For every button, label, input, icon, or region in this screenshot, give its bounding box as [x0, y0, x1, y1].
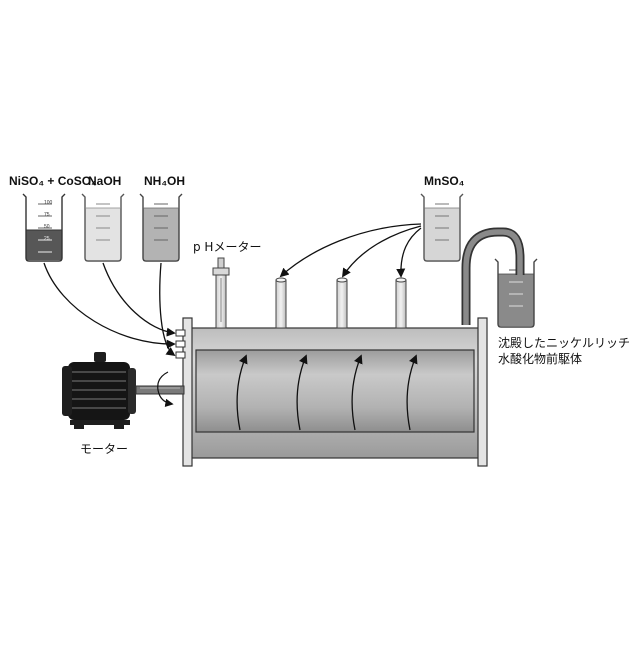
beaker-nh4oh — [140, 194, 182, 261]
beaker-tick-3: 50 — [44, 224, 50, 230]
label-product-line2: 水酸化物前駆体 — [498, 350, 582, 367]
feed-tubes — [276, 278, 406, 328]
motor-body — [62, 352, 184, 429]
beaker-tick-4: 25 — [44, 236, 50, 242]
label-mnso4: MnSO₄ — [424, 174, 464, 188]
label-motor: モーター — [80, 440, 128, 457]
label-nh4oh: NH₄OH — [144, 174, 185, 188]
label-naoh: NaOH — [88, 174, 121, 188]
reactor-drum — [176, 318, 487, 466]
beaker-liquid — [26, 230, 62, 260]
right-flange — [478, 318, 487, 466]
beaker-tick-1: 100 — [44, 200, 52, 206]
label-product-line1: 沈殿したニッケルリッチ — [498, 334, 630, 351]
beaker-tick-2: 75 — [44, 212, 50, 218]
label-ph-meter: p Hメーター — [193, 238, 261, 255]
label-niso4-coso4: NiSO₄ + CoSO₄ — [9, 174, 97, 188]
feed-arrows — [44, 263, 174, 355]
beaker-naoh — [82, 194, 124, 261]
mnso4-arrows — [281, 224, 421, 276]
ph-probe — [213, 258, 229, 328]
beaker-mnso4 — [421, 194, 463, 261]
